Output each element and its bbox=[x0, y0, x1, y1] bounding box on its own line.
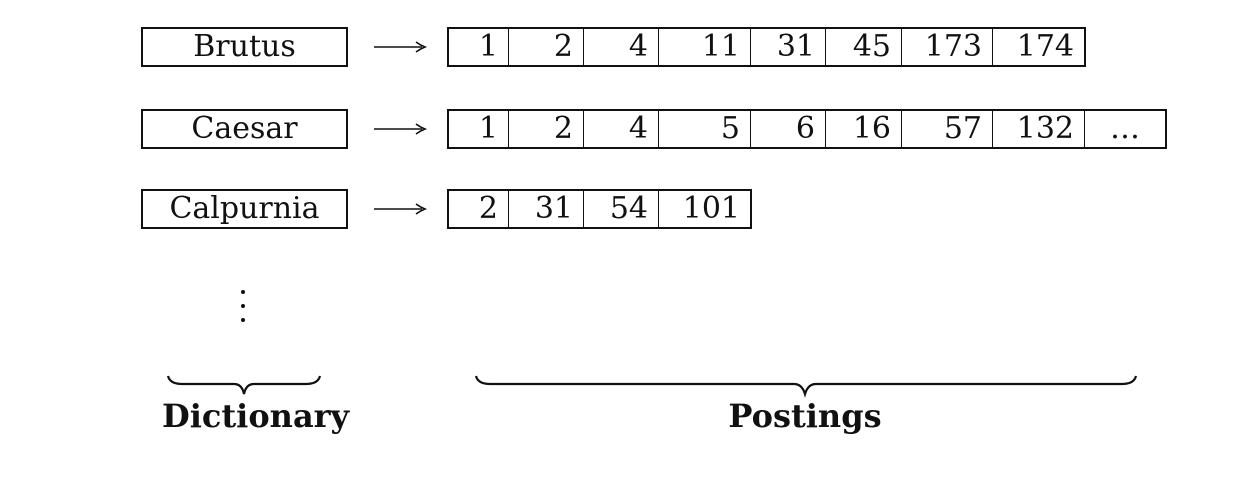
posting-cell: 173 bbox=[901, 29, 992, 65]
postings-list-brutus: 1 2 4 11 31 45 173 174 bbox=[447, 27, 1086, 67]
posting-cell: 4 bbox=[583, 29, 658, 65]
postings-label: Postings bbox=[728, 397, 882, 435]
posting-cell: 31 bbox=[750, 29, 825, 65]
posting-cell: 2 bbox=[508, 111, 583, 147]
posting-cell: 6 bbox=[750, 111, 825, 147]
posting-cell: 54 bbox=[583, 191, 658, 227]
posting-cell: 11 bbox=[658, 29, 750, 65]
dictionary-term-brutus: Brutus bbox=[141, 27, 348, 67]
term-label: Calpurnia bbox=[169, 191, 320, 226]
postings-list-calpurnia: 2 31 54 101 bbox=[447, 189, 752, 229]
posting-cell: 174 bbox=[992, 29, 1084, 65]
posting-cell: 2 bbox=[478, 191, 498, 226]
posting-cell: 2 bbox=[508, 29, 583, 65]
more-terms-ellipsis-icon bbox=[241, 290, 245, 322]
pointer-arrow-icon bbox=[374, 203, 428, 215]
dictionary-term-calpurnia: Calpurnia bbox=[141, 189, 348, 229]
postings-list-caesar: 1 2 4 5 6 16 57 132 … bbox=[447, 109, 1167, 149]
dictionary-term-caesar: Caesar bbox=[141, 109, 348, 149]
dictionary-brace-icon bbox=[166, 375, 322, 395]
postings-brace-icon bbox=[474, 375, 1138, 398]
posting-cell: 1 bbox=[478, 29, 498, 64]
dictionary-label: Dictionary bbox=[162, 397, 350, 435]
pointer-arrow-icon bbox=[374, 41, 428, 53]
posting-cell: 16 bbox=[825, 111, 901, 147]
posting-cell: 57 bbox=[901, 111, 992, 147]
posting-cell: 5 bbox=[658, 111, 750, 147]
posting-ellipsis-cell: … bbox=[1084, 111, 1165, 147]
pointer-arrow-icon bbox=[374, 123, 428, 135]
term-label: Caesar bbox=[191, 111, 298, 146]
posting-cell: 1 bbox=[478, 111, 498, 146]
posting-cell: 31 bbox=[508, 191, 583, 227]
posting-cell: 45 bbox=[825, 29, 901, 65]
posting-cell: 101 bbox=[658, 191, 750, 227]
posting-cell: 132 bbox=[992, 111, 1084, 147]
posting-cell: 4 bbox=[583, 111, 658, 147]
term-label: Brutus bbox=[193, 29, 296, 64]
